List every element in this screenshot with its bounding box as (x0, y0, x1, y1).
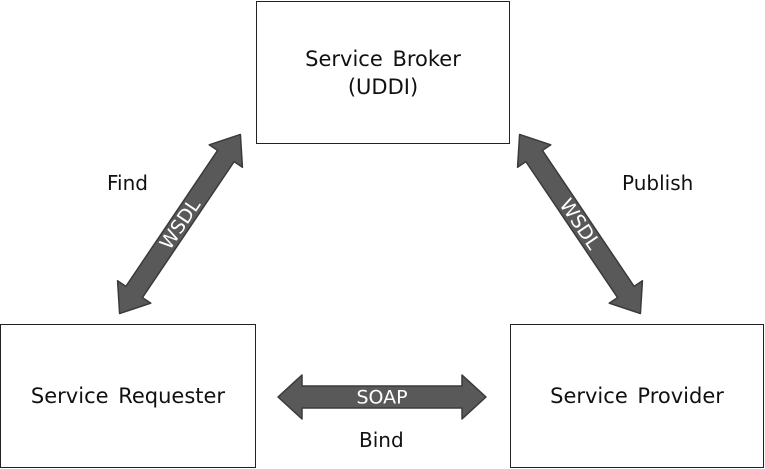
service-broker-sublabel: (UDDI) (347, 74, 419, 99)
service-provider-box: Service Provider (510, 324, 764, 468)
find-arrow: WSDL (116, 133, 244, 315)
bind-label: Bind (359, 428, 404, 452)
find-double-arrow-shape (116, 133, 244, 315)
service-requester-box: Service Requester (0, 324, 256, 468)
publish-double-arrow-shape (516, 133, 644, 315)
service-broker-label: Service Broker (305, 46, 461, 71)
publish-label: Publish (622, 171, 694, 195)
bind-double-arrow-shape (277, 374, 487, 420)
service-provider-label: Service Provider (550, 384, 724, 408)
find-label: Find (107, 171, 148, 195)
service-requester-label: Service Requester (30, 384, 226, 408)
publish-arrow: WSDL (516, 133, 644, 315)
bind-arrow-text: SOAP (356, 387, 407, 409)
service-broker-box: Service Broker (UDDI) (256, 1, 510, 144)
publish-arrow-text: WSDL (555, 195, 605, 254)
bind-arrow: SOAP (277, 374, 487, 420)
find-arrow-text: WSDL (156, 195, 206, 254)
